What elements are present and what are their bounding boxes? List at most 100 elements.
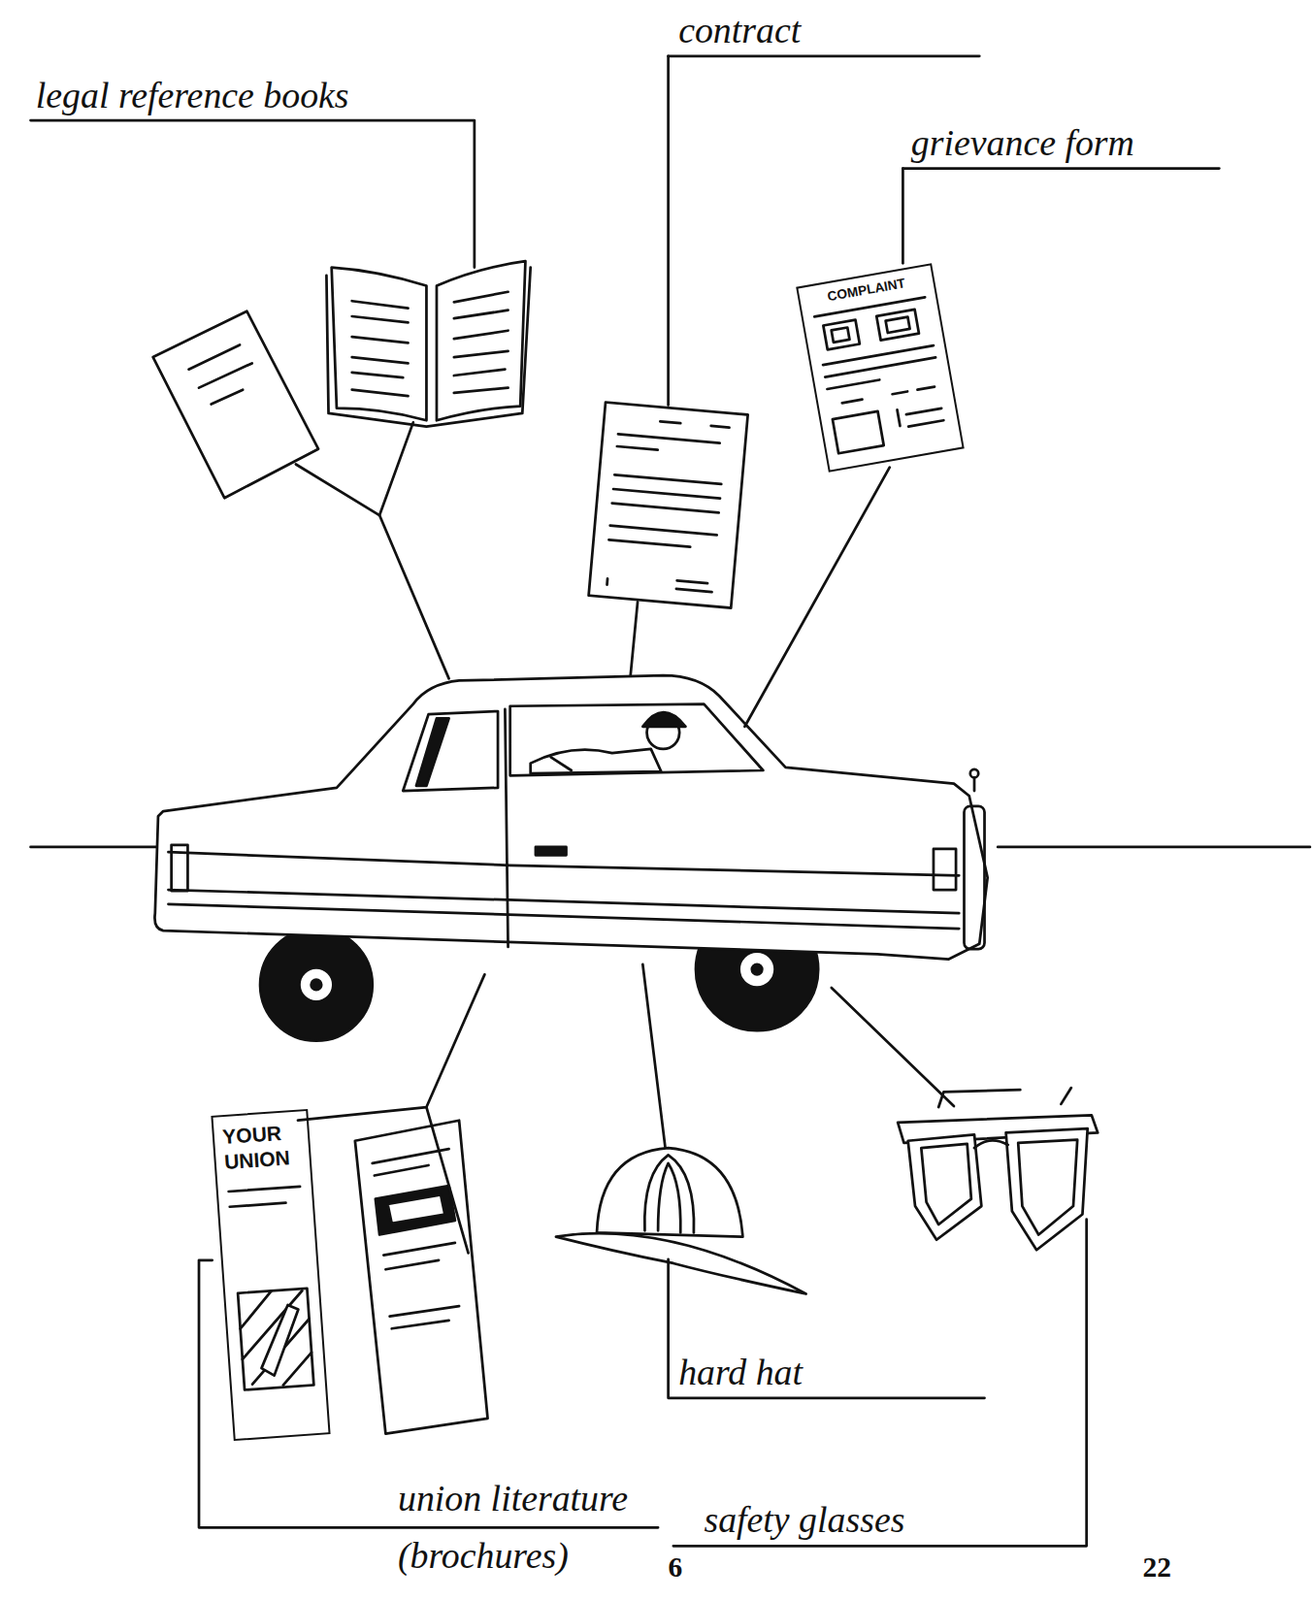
contract-document <box>589 402 749 609</box>
open-book <box>352 357 409 363</box>
union-brochure-back <box>374 1165 429 1177</box>
open-book <box>454 330 509 339</box>
contract-document <box>676 589 713 592</box>
handwritten-label: legal reference books <box>35 72 350 119</box>
form-sketch <box>885 317 911 333</box>
car-window <box>402 704 763 791</box>
closed-book <box>198 362 253 388</box>
car-window <box>416 718 450 786</box>
form-sketch <box>826 379 880 389</box>
hard-hat <box>657 1163 681 1234</box>
form-sketch <box>831 328 851 343</box>
brochure-sketch <box>229 1186 315 1391</box>
open-book <box>352 390 409 396</box>
leader-line <box>295 464 450 680</box>
driver <box>642 712 686 727</box>
contract-document <box>613 489 721 499</box>
contract-document <box>608 539 690 547</box>
brochure-sketch <box>237 1290 274 1329</box>
car-body <box>504 709 508 948</box>
union-brochure-back <box>388 1194 446 1223</box>
car-body <box>154 675 987 959</box>
car-wheel <box>260 928 373 1042</box>
safety-glasses <box>974 1140 1009 1148</box>
form-sketch <box>832 411 885 454</box>
leader-line <box>297 974 485 1120</box>
form-sketch <box>822 320 860 351</box>
form-sketch <box>917 387 935 391</box>
form-sketch <box>824 357 936 377</box>
page-number: 6 <box>668 1550 684 1586</box>
brochure-sketch <box>237 1288 314 1391</box>
open-book <box>352 316 409 323</box>
contract-document <box>612 503 720 514</box>
car-wheel <box>311 980 323 991</box>
union-brochure-back <box>375 1185 456 1235</box>
car-body <box>970 769 979 778</box>
leader-line <box>673 1219 1087 1547</box>
safety-glasses <box>1006 1128 1088 1250</box>
open-book <box>436 261 525 421</box>
union-brochure-back <box>390 1306 460 1317</box>
form-sketch <box>842 399 863 404</box>
form-sketch <box>892 391 909 394</box>
closed-book <box>188 344 240 369</box>
car-body <box>963 806 984 950</box>
car-wheel <box>741 953 773 985</box>
open-book <box>454 292 509 303</box>
open-book <box>352 336 409 343</box>
union-brochure-back <box>385 1260 439 1270</box>
car-body <box>535 847 567 855</box>
car-body <box>171 845 189 891</box>
hard-hat <box>556 1233 807 1294</box>
union-brochure-back <box>383 1243 456 1256</box>
brochure-sketch <box>229 1186 300 1192</box>
closed-book <box>153 311 319 498</box>
leader-line <box>668 54 981 58</box>
open-book <box>454 388 509 394</box>
car-body <box>154 675 987 959</box>
form-sketch <box>814 296 950 454</box>
contract-document <box>589 402 749 609</box>
form-sketch <box>897 409 901 427</box>
closed-book <box>153 311 319 498</box>
safety-glasses <box>908 1134 983 1240</box>
form-sketch <box>908 420 944 427</box>
driver <box>530 712 687 774</box>
contract-document <box>618 433 721 443</box>
handwritten-label: safety glasses <box>703 1497 905 1543</box>
ground-line <box>31 846 163 850</box>
leader-line <box>31 56 1220 1546</box>
union-brochure-back <box>355 1120 489 1435</box>
open-book <box>454 310 509 319</box>
driver <box>530 749 662 774</box>
handwritten-label: hard hat <box>678 1349 803 1396</box>
open-book <box>326 261 530 427</box>
union-brochure-back <box>355 1120 489 1435</box>
car-body <box>167 889 959 914</box>
leader-line <box>902 166 1219 170</box>
closed-book <box>211 390 244 405</box>
open-book <box>352 300 409 308</box>
brochure-sketch <box>281 1352 315 1386</box>
contract-document <box>614 474 722 485</box>
leader-line <box>666 56 670 406</box>
contract-document <box>677 580 708 584</box>
safety-glasses <box>1060 1087 1072 1105</box>
leader-line <box>668 1259 985 1399</box>
car-window <box>510 704 764 777</box>
open-book <box>352 372 404 378</box>
handwritten-label: grievance form <box>911 120 1135 166</box>
contract-document <box>659 421 681 424</box>
car-body <box>973 777 977 791</box>
union-brochure-back <box>392 1320 450 1329</box>
car-wheel <box>301 970 330 999</box>
ground-line <box>997 846 1311 850</box>
union-brochure-back <box>372 1148 450 1164</box>
brochure-sketch <box>229 1203 287 1208</box>
contract-document <box>605 578 609 585</box>
safety-glasses <box>1017 1140 1078 1236</box>
brochure-sketch <box>257 1304 303 1377</box>
handwritten-label: union literature (brochures) <box>397 1470 704 1585</box>
leader-line <box>901 168 905 264</box>
